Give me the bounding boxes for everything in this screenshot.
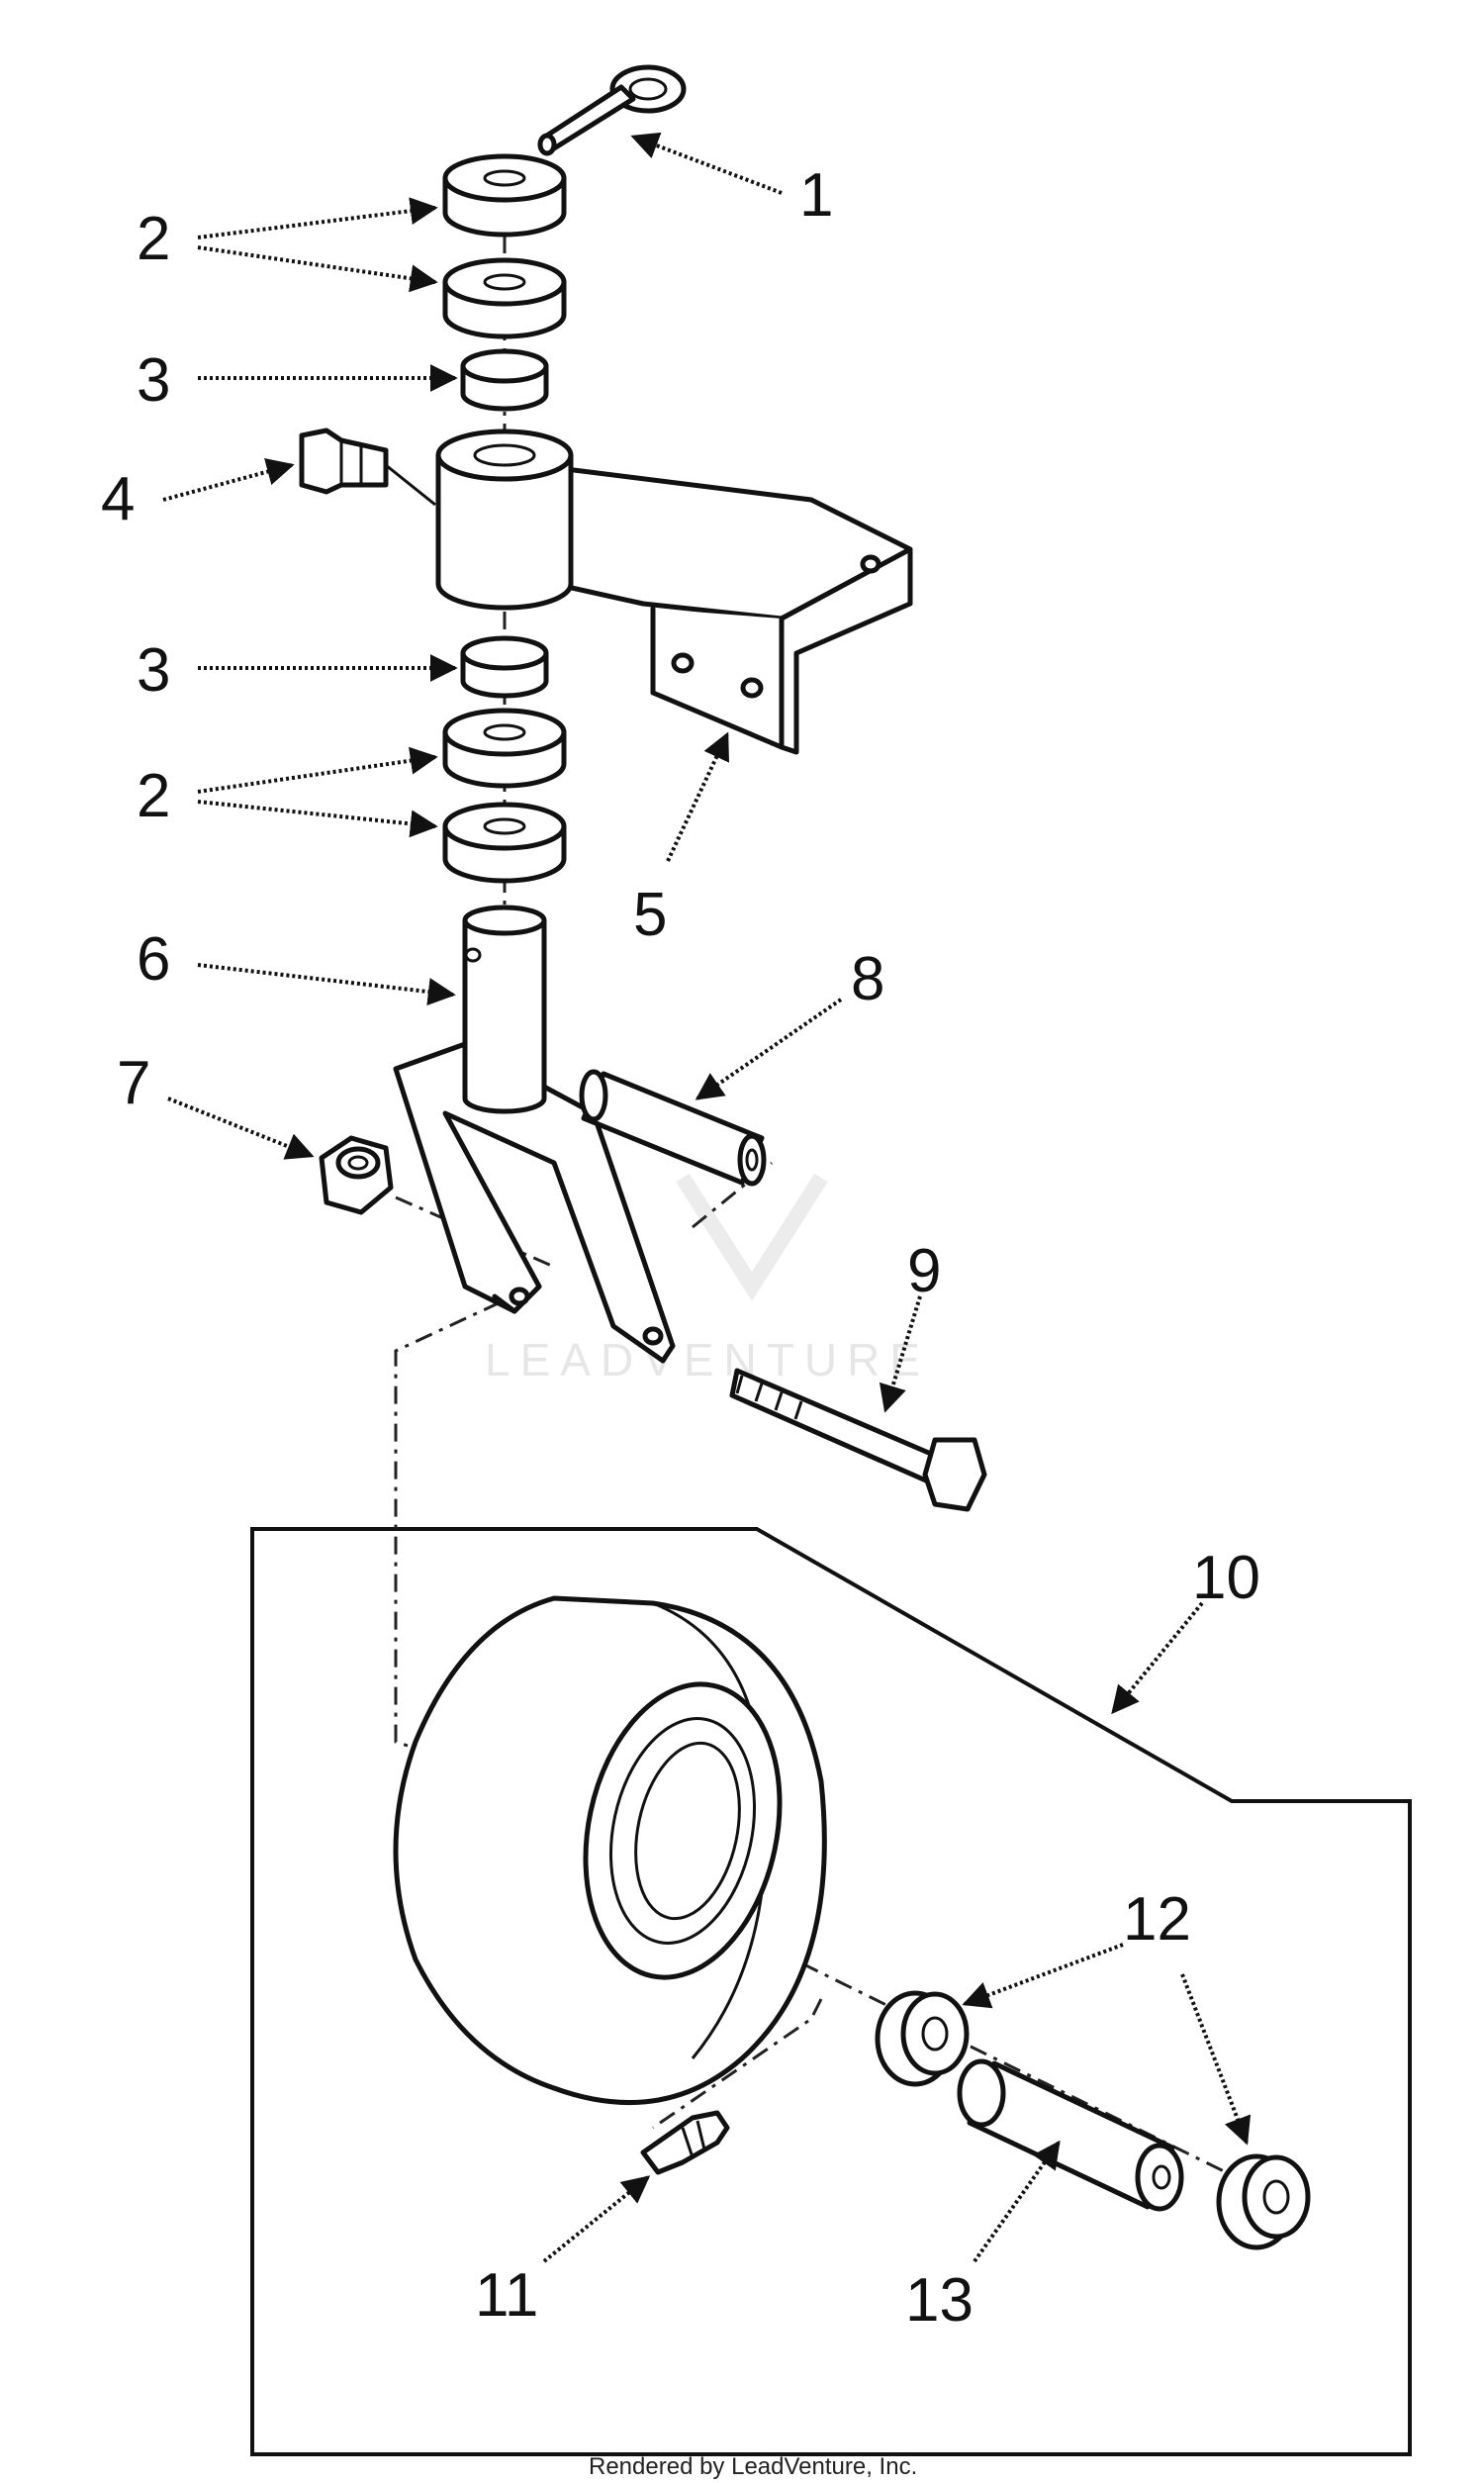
callout-11: 11 xyxy=(475,2261,538,2330)
callout-2-top: 2 xyxy=(137,205,170,273)
callout-4: 4 xyxy=(101,465,135,533)
part-9-bolt xyxy=(729,1368,987,1512)
part-3-bushing-bottom xyxy=(460,635,549,699)
part-5-caster-arm xyxy=(435,429,913,755)
leader-arrows xyxy=(162,132,1252,2263)
footer-credit: Rendered by LeadVenture, Inc. xyxy=(589,2453,917,2480)
part-7-nut xyxy=(319,1135,394,1215)
part-2-washers-top xyxy=(442,153,567,339)
callout-8: 8 xyxy=(851,945,884,1013)
part-13-axle-spacer xyxy=(957,2058,1184,2212)
callout-3-bottom: 3 xyxy=(137,636,170,705)
part-6-caster-fork xyxy=(393,905,676,1364)
callout-12: 12 xyxy=(1123,1885,1191,1954)
callout-3-top: 3 xyxy=(137,346,170,415)
callout-labels: 1 2 3 4 5 3 2 6 7 8 9 10 12 11 13 xyxy=(101,161,1260,2335)
callout-9: 9 xyxy=(907,1237,941,1305)
part-11-grease-fitting xyxy=(640,2110,730,2175)
callout-6: 6 xyxy=(137,925,170,994)
part-12-bearing-left xyxy=(875,1990,970,2087)
part-8-spacer-tube xyxy=(579,1069,767,1187)
callout-5: 5 xyxy=(633,881,667,949)
callout-7: 7 xyxy=(117,1049,150,1117)
watermark: LEADVENTURE xyxy=(485,1173,930,1385)
callout-1: 1 xyxy=(799,161,833,230)
callout-10: 10 xyxy=(1192,1544,1260,1612)
callout-13: 13 xyxy=(905,2266,974,2335)
part-1-pin xyxy=(537,64,687,156)
part-4-grease-fitting xyxy=(299,428,436,507)
part-3-bushing-top xyxy=(460,348,549,412)
part-12-bearing-right xyxy=(1216,2153,1311,2250)
assembly-frame-10 xyxy=(250,1527,1412,2456)
part-2-washers-bottom xyxy=(442,708,567,884)
part-10-wheel xyxy=(393,1595,827,2105)
callout-2-bottom: 2 xyxy=(137,762,170,830)
watermark-text: LEADVENTURE xyxy=(485,1334,930,1385)
